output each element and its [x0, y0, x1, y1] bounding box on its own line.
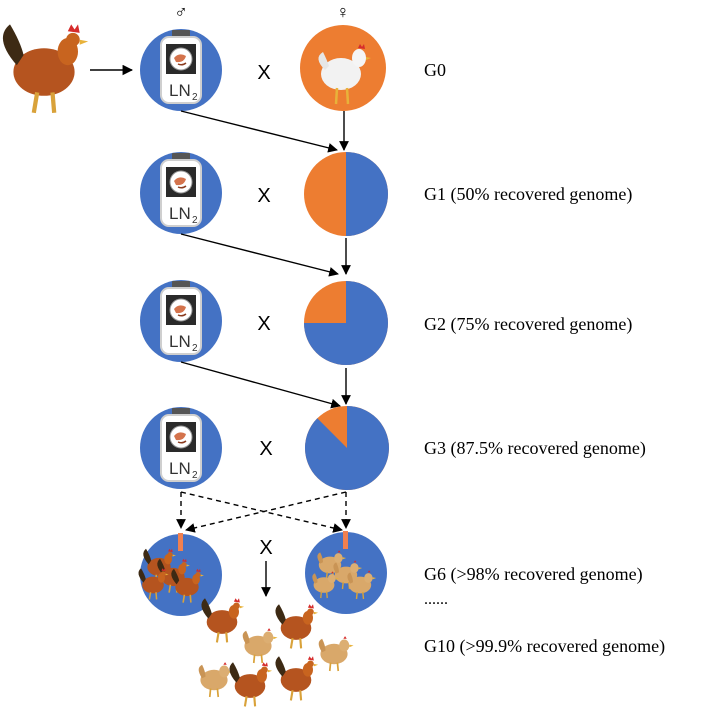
genome-pie-g3	[304, 406, 389, 490]
jar-label: LN	[169, 459, 191, 478]
pie-recovered-slice	[304, 406, 389, 490]
genome-pie-g2	[304, 281, 388, 365]
generation-label-g6: G6 (>98% recovered genome)	[424, 564, 643, 585]
arrow-g1-male-to-g2	[180, 233, 339, 277]
pie-recovered-slice	[304, 281, 388, 365]
cross-symbol-g0: X	[257, 62, 270, 84]
semen-jar-g0: LN 2	[140, 29, 222, 111]
pie-recovered-slice	[346, 152, 388, 236]
cross-symbol-g3: X	[259, 438, 272, 460]
cross-symbol-g2: X	[257, 313, 270, 335]
jar-label-sub: 2	[192, 343, 198, 354]
ellipsis: ......	[424, 591, 448, 608]
rooster-image	[3, 24, 88, 112]
jar-label: LN	[169, 332, 191, 351]
genome-pie-g1	[304, 152, 388, 236]
chicken-flock-g10	[197, 597, 355, 708]
generation-label-g10: G10 (>99.9% recovered genome)	[424, 636, 665, 657]
generation-label-g0: G0	[424, 60, 446, 80]
chick-group-male-g6	[137, 533, 222, 616]
jar-label: LN	[169, 204, 191, 223]
male-symbol: ♂	[174, 2, 188, 22]
cross-symbol-g1: X	[257, 185, 270, 207]
generation-label-g3: G3 (87.5% recovered genome)	[424, 438, 646, 459]
dashed-arrows-g3-to-g6	[176, 491, 351, 533]
jar-label-sub: 2	[192, 92, 198, 103]
generation-label-g2: G2 (75% recovered genome)	[424, 314, 632, 335]
generation-label-g1: G1 (50% recovered genome)	[424, 184, 632, 205]
chick-group-female-g6	[305, 531, 387, 614]
arrow-g0-male-to-g1	[180, 110, 338, 153]
female-symbol: ♀	[336, 2, 350, 22]
jar-label: LN	[169, 81, 191, 100]
arrow-g2-male-to-g3	[180, 361, 341, 409]
semen-jar-g1: LN 2	[140, 152, 222, 234]
hen-photo-g0	[300, 25, 386, 111]
semen-jar-g3: LN 2	[140, 407, 222, 489]
semen-jar-g2: LN 2	[140, 280, 222, 362]
cross-symbol-g6: X	[259, 537, 272, 559]
jar-label-sub: 2	[192, 470, 198, 481]
jar-label-sub: 2	[192, 215, 198, 226]
